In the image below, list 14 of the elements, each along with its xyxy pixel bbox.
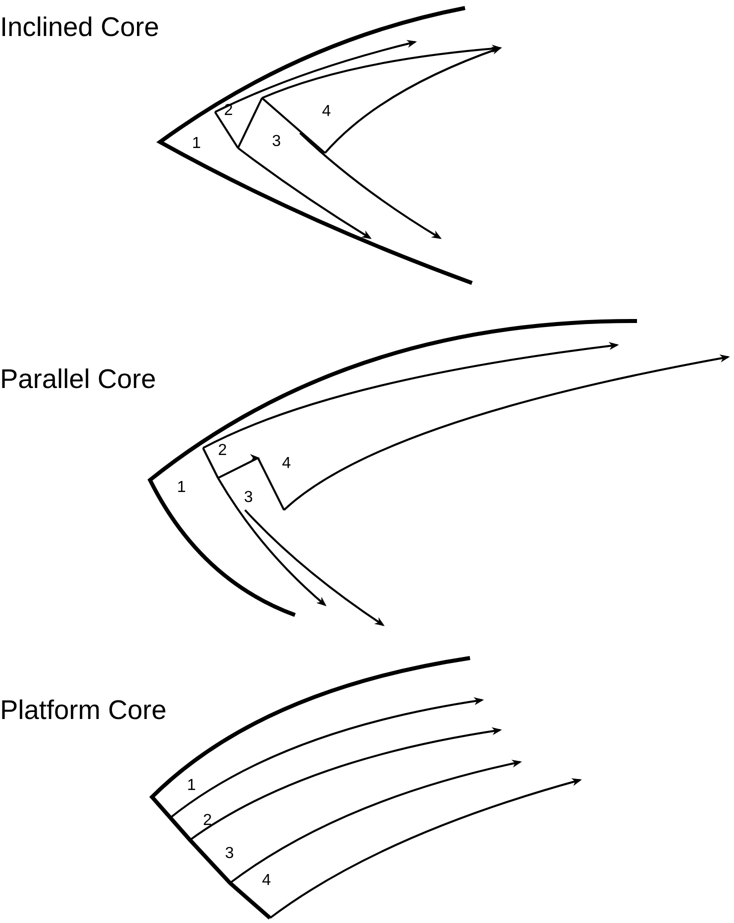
region-number: 3 (225, 846, 234, 862)
section-title: Parallel Core (0, 366, 156, 393)
region-number: 1 (177, 480, 186, 496)
region-number: 4 (262, 873, 271, 889)
region-number: 4 (322, 104, 331, 120)
region-number: 1 (187, 778, 196, 794)
region-number: 2 (203, 813, 212, 829)
region-number: 3 (244, 490, 253, 506)
section-title: Platform Core (0, 697, 167, 724)
region-number: 1 (192, 136, 201, 152)
region-number: 4 (282, 456, 291, 472)
region-number: 2 (218, 443, 227, 459)
section-title: Inclined Core (0, 14, 160, 41)
region-number: 3 (272, 134, 281, 150)
